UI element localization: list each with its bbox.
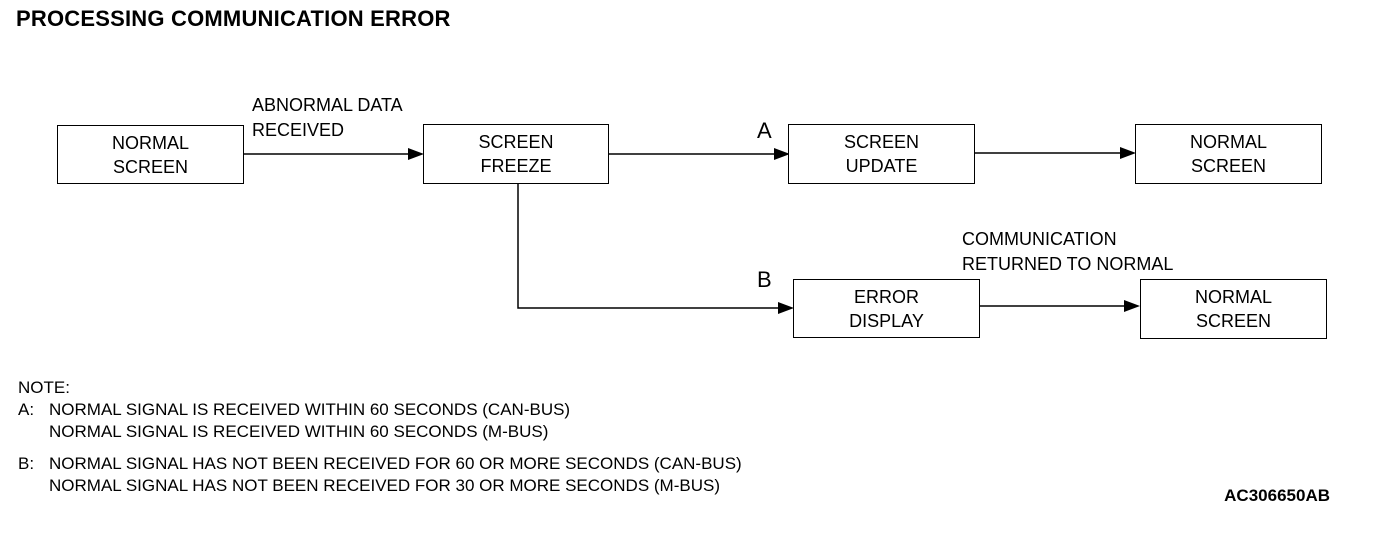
label-line: RECEIVED xyxy=(252,120,345,140)
box-line: NORMAL xyxy=(1189,132,1267,152)
label-abnormal-data: ABNORMAL DATA RECEIVED xyxy=(252,93,403,143)
box-line: UPDATE xyxy=(845,156,918,176)
box-line: NORMAL xyxy=(1194,287,1272,307)
label-line: ABNORMAL DATA xyxy=(252,95,403,115)
box-screen-freeze: SCREEN FREEZE xyxy=(423,124,609,184)
page-title: PROCESSING COMMUNICATION ERROR xyxy=(16,6,451,31)
note-b: B: NORMAL SIGNAL HAS NOT BEEN RECEIVED F… xyxy=(18,453,742,497)
connector-freeze-to-error xyxy=(517,184,780,309)
note-b-line1: NORMAL SIGNAL HAS NOT BEEN RECEIVED FOR … xyxy=(49,454,742,473)
arrowhead-1 xyxy=(408,148,424,160)
branch-label-b: B xyxy=(757,267,772,292)
notes-heading: NOTE: xyxy=(18,378,70,397)
label-communication-returned: COMMUNICATION RETURNED TO NORMAL xyxy=(962,227,1173,277)
note-b-line2: NORMAL SIGNAL HAS NOT BEEN RECEIVED FOR … xyxy=(49,476,720,495)
box-line: SCREEN xyxy=(1195,311,1271,331)
label-line: COMMUNICATION xyxy=(962,229,1117,249)
box-normal-screen-start: NORMAL SCREEN xyxy=(57,125,244,184)
box-line: SCREEN xyxy=(478,132,554,152)
note-a-line1: NORMAL SIGNAL IS RECEIVED WITHIN 60 SECO… xyxy=(49,400,571,419)
box-normal-screen-b: NORMAL SCREEN xyxy=(1140,279,1327,339)
box-line: SCREEN xyxy=(843,132,919,152)
box-line: SCREEN xyxy=(112,156,188,177)
note-a-line2: NORMAL SIGNAL IS RECEIVED WITHIN 60 SECO… xyxy=(49,422,549,441)
arrowhead-5 xyxy=(1124,300,1140,312)
box-line: DISPLAY xyxy=(849,310,924,331)
arrowhead-3 xyxy=(1120,147,1136,159)
arrowhead-4 xyxy=(778,302,794,314)
box-normal-screen-a: NORMAL SCREEN xyxy=(1135,124,1322,184)
box-screen-update: SCREEN UPDATE xyxy=(788,124,975,184)
label-line: RETURNED TO NORMAL xyxy=(962,254,1174,274)
branch-label-a: A xyxy=(757,118,772,143)
box-error-display: ERROR DISPLAY xyxy=(793,279,980,338)
note-b-key: B: xyxy=(18,454,35,473)
figure-code: AC306650AB xyxy=(1224,486,1330,505)
note-a-key: A: xyxy=(18,400,35,419)
box-line: SCREEN xyxy=(1190,156,1266,176)
box-line: ERROR xyxy=(853,286,919,307)
box-line: NORMAL xyxy=(111,132,189,153)
notes-section: NOTE: A: NORMAL SIGNAL IS RECEIVED WITHI… xyxy=(18,377,742,497)
note-a: A: NORMAL SIGNAL IS RECEIVED WITHIN 60 S… xyxy=(18,399,742,443)
box-line: FREEZE xyxy=(480,156,552,176)
arrowhead-2 xyxy=(774,148,790,160)
